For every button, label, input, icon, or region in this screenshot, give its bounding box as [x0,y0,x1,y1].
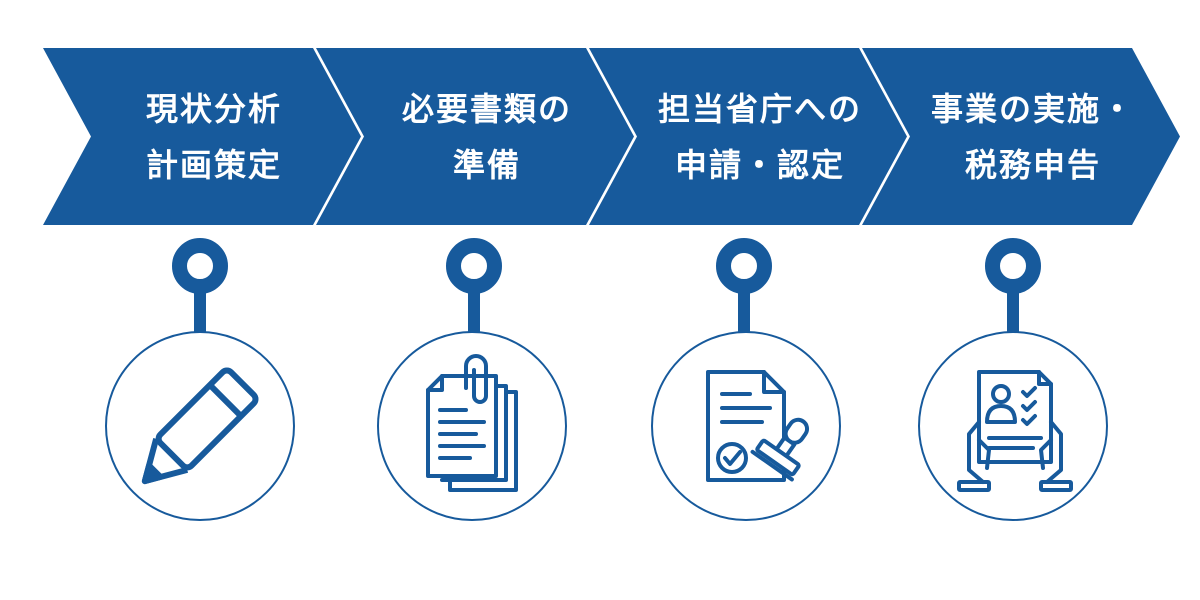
step-3-label: 担当省庁への 申請・認定 [589,48,907,225]
step-3-icon-circle [651,331,841,521]
step-4-icon-circle [918,331,1108,521]
step-4-label: 事業の実施・ 税務申告 [862,48,1180,225]
step-2-label-line1: 必要書類の [401,89,572,128]
step-2-connector [446,238,502,336]
step-1-chevron-shape [43,48,361,225]
step-2-label: 必要書類の 準備 [316,48,634,225]
step-1-label-line1: 現状分析 [145,89,282,128]
step-4-chevron-shape [862,48,1180,225]
step-4-label-line1: 事業の実施・ [930,89,1135,128]
documents-with-paperclip-icon [426,354,518,492]
step-3-label-line2: 申請・認定 [674,145,845,184]
step-2-icon-circle [377,331,567,521]
step-3-label-line1: 担当省庁への [657,89,862,128]
step-2-chevron: 必要書類の 準備 [316,48,634,225]
step-2-chevron-shape [316,48,634,225]
step-1-connector [172,238,228,336]
step-4-chevron: 事業の実施・ 税務申告 [862,48,1180,225]
step-1-chevron: 現状分析 計画策定 [43,48,361,225]
step-2-label-line2: 準備 [452,145,521,184]
hands-holding-profile-document-icon [957,370,1073,492]
step-4-connector [985,238,1041,336]
step-1-icon-circle [105,331,295,521]
step-3-chevron: 担当省庁への 申請・認定 [589,48,907,225]
step-1-label: 現状分析 計画策定 [43,48,361,225]
stamped-document-icon [706,370,810,482]
step-3-connector [716,238,772,336]
step-3-chevron-shape [589,48,907,225]
pencil-icon [141,367,259,485]
step-4-label-line2: 税務申告 [964,145,1101,184]
step-1-label-line2: 計画策定 [145,145,282,184]
